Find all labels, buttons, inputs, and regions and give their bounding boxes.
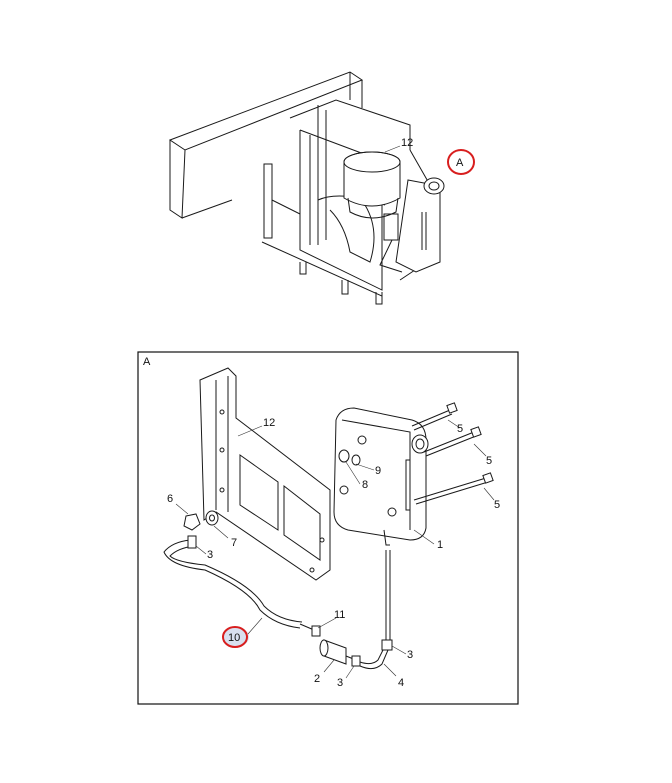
callout-5c: 5 xyxy=(483,487,500,511)
callout-5b: 5 xyxy=(473,443,492,467)
highlight-circle-10 xyxy=(222,626,248,648)
callout-1: 1 xyxy=(413,529,443,551)
svg-text:5: 5 xyxy=(457,423,463,435)
callout-3b: 3 xyxy=(391,645,413,661)
frame-rail xyxy=(168,71,364,219)
svg-text:A: A xyxy=(143,356,151,368)
filter-dryer-top-view xyxy=(343,151,401,219)
svg-text:12: 12 xyxy=(263,417,275,429)
callout-10: 10 xyxy=(222,617,263,648)
mounting-plate-inset xyxy=(199,367,331,581)
svg-text:9: 9 xyxy=(375,465,381,477)
washer-nut-inset xyxy=(183,449,361,531)
svg-text:1: 1 xyxy=(437,539,443,551)
svg-text:11: 11 xyxy=(334,609,345,621)
callout-6: 6 xyxy=(167,493,189,515)
svg-text:5: 5 xyxy=(486,455,492,467)
callout-2: 2 xyxy=(314,659,335,685)
highlight-fill-10 xyxy=(223,627,249,647)
svg-text:8: 8 xyxy=(362,479,368,491)
callout-5a: 5 xyxy=(447,419,463,435)
svg-text:2: 2 xyxy=(314,673,320,685)
svg-text:12: 12 xyxy=(401,137,413,149)
svg-text:3: 3 xyxy=(407,649,413,661)
bolts-inset xyxy=(411,402,494,505)
svg-text:3: 3 xyxy=(337,677,343,689)
callout-3a: 3 xyxy=(195,545,213,561)
svg-text:6: 6 xyxy=(167,493,173,505)
svg-text:5: 5 xyxy=(494,499,500,511)
callout-4: 4 xyxy=(383,663,404,689)
inline-filter-inset xyxy=(319,550,393,670)
svg-text:A: A xyxy=(456,157,464,169)
callout-9: 9 xyxy=(355,463,381,477)
svg-text:10: 10 xyxy=(228,632,240,644)
highlight-circle-a xyxy=(447,149,475,175)
callout-top-a: A xyxy=(447,149,475,175)
hose-assembly-inset xyxy=(163,535,321,637)
callout-top-12: 12 xyxy=(384,137,413,153)
svg-text:4: 4 xyxy=(398,677,404,689)
inset-detail-a-frame: A xyxy=(137,351,519,705)
tank-inset xyxy=(333,407,429,546)
callout-11: 11 xyxy=(317,609,345,629)
callout-inset-12: 12 xyxy=(237,417,275,437)
svg-text:7: 7 xyxy=(231,537,237,549)
cap-top-view xyxy=(423,177,445,195)
callout-8: 8 xyxy=(345,461,368,491)
svg-text:3: 3 xyxy=(207,549,213,561)
callout-7: 7 xyxy=(213,525,237,549)
callout-3c: 3 xyxy=(337,665,355,689)
